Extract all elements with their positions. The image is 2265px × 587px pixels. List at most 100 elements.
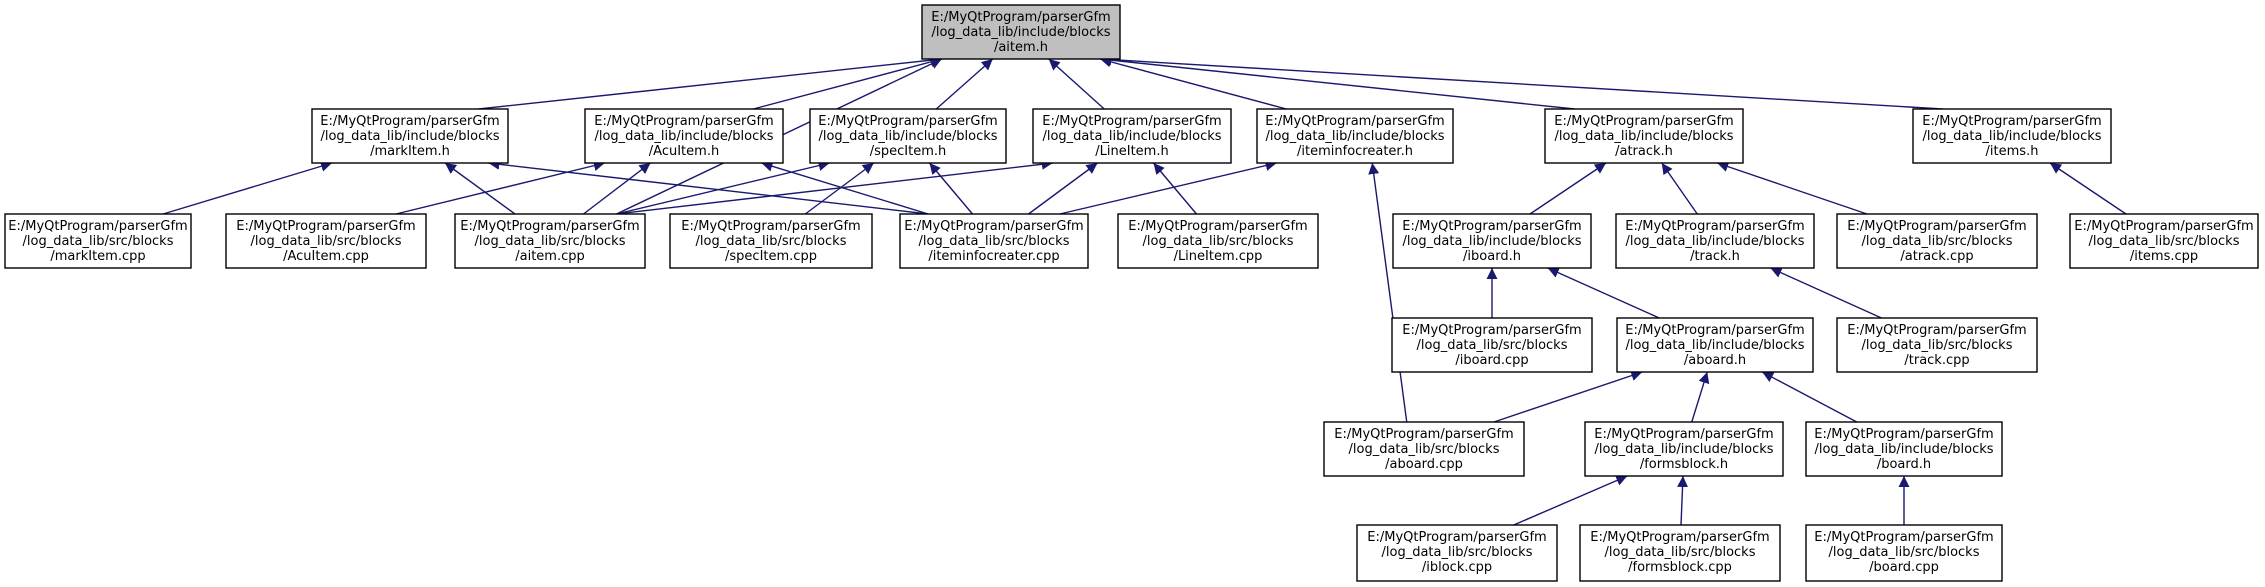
node-label-line: E:/MyQtProgram/parserGfm	[1847, 219, 2026, 234]
file-node-acuitem-h[interactable]: E:/MyQtProgram/parserGfm/log_data_lib/in…	[584, 108, 784, 164]
node-box	[1805, 524, 2003, 582]
file-node-atrack-cpp[interactable]: E:/MyQtProgram/parserGfm/log_data_lib/sr…	[1836, 213, 2038, 269]
node-label-line: /log_data_lib/include/blocks	[931, 25, 1110, 40]
node-label-line: /log_data_lib/src/blocks	[696, 234, 847, 249]
edge-aitem-cpp-to-acuitem-h	[583, 162, 651, 215]
file-node-items-h[interactable]: E:/MyQtProgram/parserGfm/log_data_lib/in…	[1912, 108, 2112, 164]
node-box	[1912, 108, 2112, 164]
file-node-items-cpp[interactable]: E:/MyQtProgram/parserGfm/log_data_lib/sr…	[2069, 213, 2259, 269]
dependency-edges	[162, 54, 2127, 526]
node-label-line: /track.cpp	[1904, 353, 1969, 368]
node-label-line: E:/MyQtProgram/parserGfm	[1594, 427, 1773, 442]
node-label-line: /log_data_lib/include/blocks	[1554, 129, 1733, 144]
edge-aitem-cpp-to-specitem-h	[616, 160, 830, 215]
node-label-line: E:/MyQtProgram/parserGfm	[1042, 114, 1221, 129]
file-node-track-h[interactable]: E:/MyQtProgram/parserGfm/log_data_lib/in…	[1615, 213, 1815, 269]
edge-aitem-cpp-to-markitem-h	[444, 162, 516, 215]
file-node-iteminfocreater-cpp[interactable]: E:/MyQtProgram/parserGfm/log_data_lib/sr…	[899, 213, 1089, 269]
file-node-aitem-h[interactable]: E:/MyQtProgram/parserGfm/log_data_lib/in…	[921, 4, 1121, 60]
node-label-line: /aboard.h	[1684, 353, 1746, 368]
file-node-aboard-h[interactable]: E:/MyQtProgram/parserGfm/log_data_lib/in…	[1616, 317, 1814, 373]
node-box	[4, 213, 192, 269]
node-label-line: /log_data_lib/src/blocks	[1143, 234, 1294, 249]
edge-lineitem-cpp-to-lineitem-h	[1152, 162, 1198, 215]
file-node-specitem-h[interactable]: E:/MyQtProgram/parserGfm/log_data_lib/in…	[809, 108, 1007, 164]
edge-iteminfocreater-h-to-aitem-h	[1100, 56, 1287, 110]
node-label-line: E:/MyQtProgram/parserGfm	[818, 114, 997, 129]
node-label-line: /log_data_lib/include/blocks	[1922, 129, 2101, 144]
node-label-line: /log_data_lib/src/blocks	[919, 234, 1070, 249]
edge-markitem-cpp-to-markitem-h	[162, 160, 333, 215]
node-label-line: /iteminfocreater.h	[1297, 144, 1413, 159]
node-label-line: /atrack.cpp	[1900, 249, 1973, 264]
edge-iteminfocreater-cpp-to-markitem-h	[488, 158, 929, 215]
node-label-line: E:/MyQtProgram/parserGfm	[1265, 114, 1444, 129]
node-label-line: /log_data_lib/include/blocks	[1625, 234, 1804, 249]
edge-aitem-cpp-to-lineitem-h	[616, 158, 1053, 215]
file-node-aboard-cpp[interactable]: E:/MyQtProgram/parserGfm/log_data_lib/sr…	[1323, 421, 1525, 477]
node-box	[1256, 108, 1454, 164]
file-node-board-cpp[interactable]: E:/MyQtProgram/parserGfm/log_data_lib/sr…	[1805, 524, 2003, 582]
node-label-line: E:/MyQtProgram/parserGfm	[1334, 427, 1513, 442]
edge-iteminfocreater-cpp-to-specitem-h	[928, 162, 974, 215]
node-label-line: E:/MyQtProgram/parserGfm	[904, 219, 1083, 234]
file-node-aitem-cpp[interactable]: E:/MyQtProgram/parserGfm/log_data_lib/sr…	[454, 213, 646, 269]
node-box	[1836, 317, 2038, 373]
file-node-iblock-cpp[interactable]: E:/MyQtProgram/parserGfm/log_data_lib/sr…	[1356, 524, 1558, 582]
file-node-iboard-cpp[interactable]: E:/MyQtProgram/parserGfm/log_data_lib/sr…	[1391, 317, 1593, 373]
file-node-iboard-h[interactable]: E:/MyQtProgram/parserGfm/log_data_lib/in…	[1392, 213, 1592, 269]
node-label-line: /log_data_lib/include/blocks	[594, 129, 773, 144]
node-box	[1836, 213, 2038, 269]
edge-track-h-to-atrack-h	[1661, 162, 1698, 215]
node-label-line: /specItem.h	[870, 144, 947, 159]
node-label-line: /log_data_lib/include/blocks	[1042, 129, 1221, 144]
node-box	[1579, 524, 1781, 582]
node-box	[1117, 213, 1319, 269]
node-label-line: /log_data_lib/include/blocks	[1625, 338, 1804, 353]
edge-atrack-h-to-aitem-h	[1100, 54, 1575, 110]
file-node-lineitem-cpp[interactable]: E:/MyQtProgram/parserGfm/log_data_lib/sr…	[1117, 213, 1319, 269]
node-label-line: /items.cpp	[2130, 249, 2198, 264]
edge-iteminfocreater-cpp-to-acuitem-h	[761, 160, 929, 215]
node-label-line: /AcuItem.cpp	[283, 249, 369, 264]
file-node-board-h[interactable]: E:/MyQtProgram/parserGfm/log_data_lib/in…	[1805, 421, 2003, 477]
edge-board-h-to-aboard-h	[1761, 371, 1858, 423]
node-box	[1323, 421, 1525, 477]
file-node-lineitem-h[interactable]: E:/MyQtProgram/parserGfm/log_data_lib/in…	[1032, 108, 1232, 164]
file-node-markitem-cpp[interactable]: E:/MyQtProgram/parserGfm/log_data_lib/sr…	[4, 213, 192, 269]
node-label-line: /formsblock.cpp	[1628, 560, 1732, 575]
node-box	[1356, 524, 1558, 582]
node-box	[1392, 213, 1592, 269]
node-label-line: E:/MyQtProgram/parserGfm	[1847, 323, 2026, 338]
node-label-line: /iteminfocreater.cpp	[928, 249, 1059, 264]
node-label-line: /log_data_lib/src/blocks	[1862, 338, 2013, 353]
file-node-specitem-cpp[interactable]: E:/MyQtProgram/parserGfm/log_data_lib/sr…	[669, 213, 873, 269]
file-node-formsblock-cpp[interactable]: E:/MyQtProgram/parserGfm/log_data_lib/sr…	[1579, 524, 1781, 582]
edge-formsblock-cpp-to-formsblock-h	[1677, 475, 1689, 526]
node-label-line: /markItem.h	[370, 144, 450, 159]
edge-iteminfocreater-cpp-to-iteminfocreater-h	[1059, 160, 1277, 215]
node-label-line: E:/MyQtProgram/parserGfm	[1402, 219, 1581, 234]
edge-track-cpp-to-track-h	[1770, 267, 1882, 319]
node-label-line: /LineItem.h	[1095, 144, 1168, 159]
file-node-atrack-h[interactable]: E:/MyQtProgram/parserGfm/log_data_lib/in…	[1544, 108, 1744, 164]
node-label-line: E:/MyQtProgram/parserGfm	[1625, 219, 1804, 234]
file-node-iteminfocreater-h[interactable]: E:/MyQtProgram/parserGfm/log_data_lib/in…	[1256, 108, 1454, 164]
node-label-line: /log_data_lib/include/blocks	[818, 129, 997, 144]
file-node-track-cpp[interactable]: E:/MyQtProgram/parserGfm/log_data_lib/sr…	[1836, 317, 2038, 373]
edge-items-h-to-aitem-h	[1100, 54, 1943, 110]
node-box	[2069, 213, 2259, 269]
node-label-line: /formsblock.h	[1640, 457, 1728, 472]
file-node-acuitem-cpp[interactable]: E:/MyQtProgram/parserGfm/log_data_lib/sr…	[225, 213, 427, 269]
file-node-markitem-h[interactable]: E:/MyQtProgram/parserGfm/log_data_lib/in…	[311, 108, 509, 164]
node-box	[1615, 213, 1815, 269]
file-node-formsblock-h[interactable]: E:/MyQtProgram/parserGfm/log_data_lib/in…	[1584, 421, 1784, 477]
edge-aboard-cpp-to-iteminfocreater-h	[1368, 162, 1408, 423]
node-label-line: /log_data_lib/src/blocks	[1829, 545, 1980, 560]
edge-markitem-h-to-aitem-h	[478, 54, 942, 110]
node-label-line: /log_data_lib/include/blocks	[1402, 234, 1581, 249]
node-label-line: /board.cpp	[1869, 560, 1939, 575]
node-box	[669, 213, 873, 269]
node-box	[225, 213, 427, 269]
